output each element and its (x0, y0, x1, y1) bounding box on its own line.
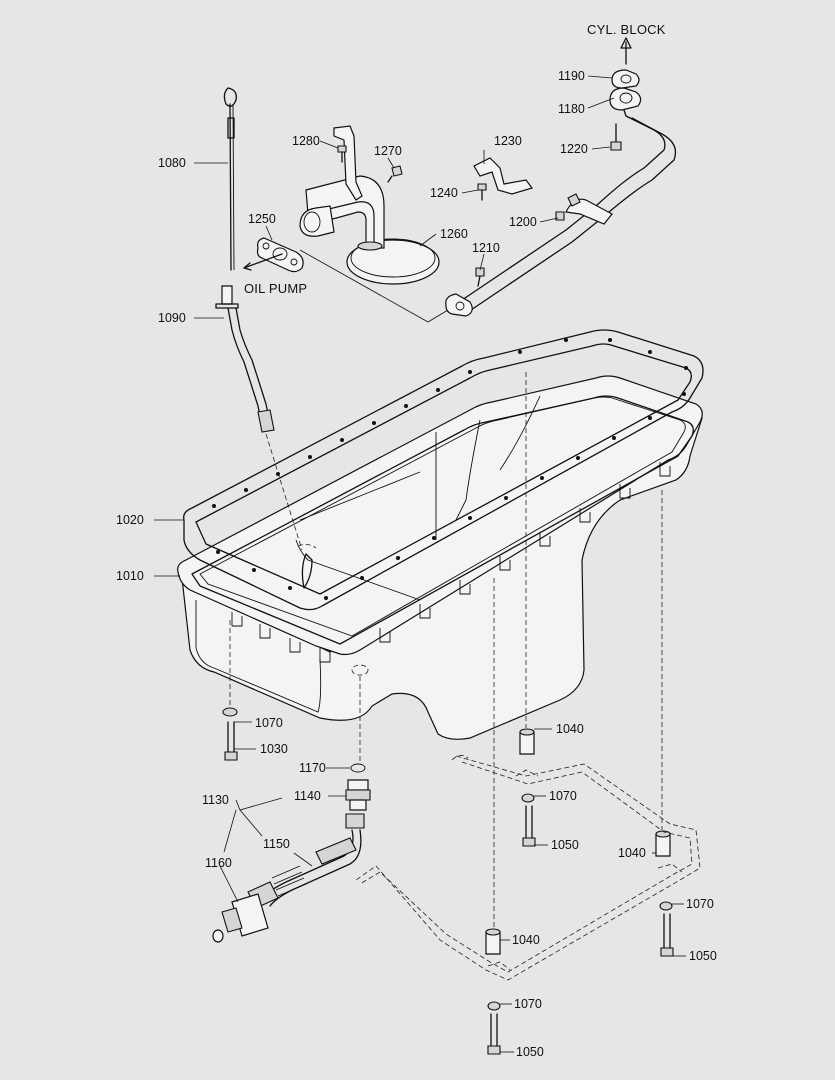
pipe-bracket (473, 157, 533, 195)
label-1020: 1020 (116, 513, 144, 527)
cyl-block-caption: CYL. BLOCK (587, 22, 666, 37)
drain-valve-1160 (212, 893, 269, 943)
o-ring-1170 (350, 763, 366, 773)
label-1070-bottom: 1070 (514, 997, 542, 1011)
bolt-1270 (387, 165, 403, 183)
label-1190: 1190 (558, 69, 585, 83)
label-1270: 1270 (374, 144, 402, 158)
hose-1150 (247, 813, 365, 909)
oil-pan-gasket (183, 329, 704, 611)
bolt-1050-a (522, 805, 536, 847)
label-1050-mid: 1050 (551, 838, 579, 852)
dipstick (223, 87, 237, 271)
label-1160: 1160 (205, 856, 232, 870)
oil-pan (177, 375, 703, 740)
bolt-1200 (555, 211, 565, 221)
label-1050-bottom: 1050 (516, 1045, 544, 1059)
dipstick-tube (215, 285, 275, 433)
bolt-1280 (337, 145, 347, 163)
label-1050-right: 1050 (689, 949, 717, 963)
label-1080: 1080 (158, 156, 186, 170)
leader-lines (154, 75, 686, 1053)
label-1180: 1180 (558, 102, 585, 116)
pipe-flange (609, 69, 642, 111)
oil-return-pipe (445, 109, 677, 317)
washer-1070-a (521, 793, 535, 803)
bolt-1220 (610, 123, 622, 151)
label-1230: 1230 (494, 134, 522, 148)
washer-1070-d (222, 707, 238, 717)
label-1260: 1260 (440, 227, 468, 241)
label-1090: 1090 (158, 311, 186, 325)
label-1040-right: 1040 (618, 846, 646, 860)
label-1240: 1240 (430, 186, 458, 200)
label-1070-left: 1070 (255, 716, 283, 730)
label-1280: 1280 (292, 134, 320, 148)
washer-1070-b (659, 901, 673, 911)
spacer-1040-b (655, 830, 671, 857)
bolt-1240 (477, 183, 487, 201)
spacer-1040-c (485, 928, 501, 955)
label-1130: 1130 (202, 793, 229, 807)
pickup-bracket (333, 125, 363, 201)
label-1220: 1220 (560, 142, 588, 156)
label-1070-right: 1070 (686, 897, 714, 911)
label-1200: 1200 (509, 215, 537, 229)
label-1150: 1150 (263, 837, 290, 851)
label-1250: 1250 (248, 212, 276, 226)
label-1010: 1010 (116, 569, 144, 583)
label-1040-bottom: 1040 (512, 933, 540, 947)
oil-pump-caption: OIL PUMP (244, 281, 308, 296)
label-1040-top: 1040 (556, 722, 584, 736)
label-1170: 1170 (299, 761, 326, 775)
bolt-1050-c (487, 1013, 501, 1055)
fitting-1140 (345, 779, 371, 811)
oil-pickup-tube (299, 175, 440, 285)
bolt-1210 (475, 267, 485, 287)
label-1030: 1030 (260, 742, 288, 756)
spacer-1040-a (519, 728, 535, 755)
label-1070-mid: 1070 (549, 789, 577, 803)
label-1140: 1140 (294, 789, 321, 803)
label-1210: 1210 (472, 241, 500, 255)
bolt-1030 (224, 721, 238, 761)
washer-1070-c (487, 1001, 501, 1011)
